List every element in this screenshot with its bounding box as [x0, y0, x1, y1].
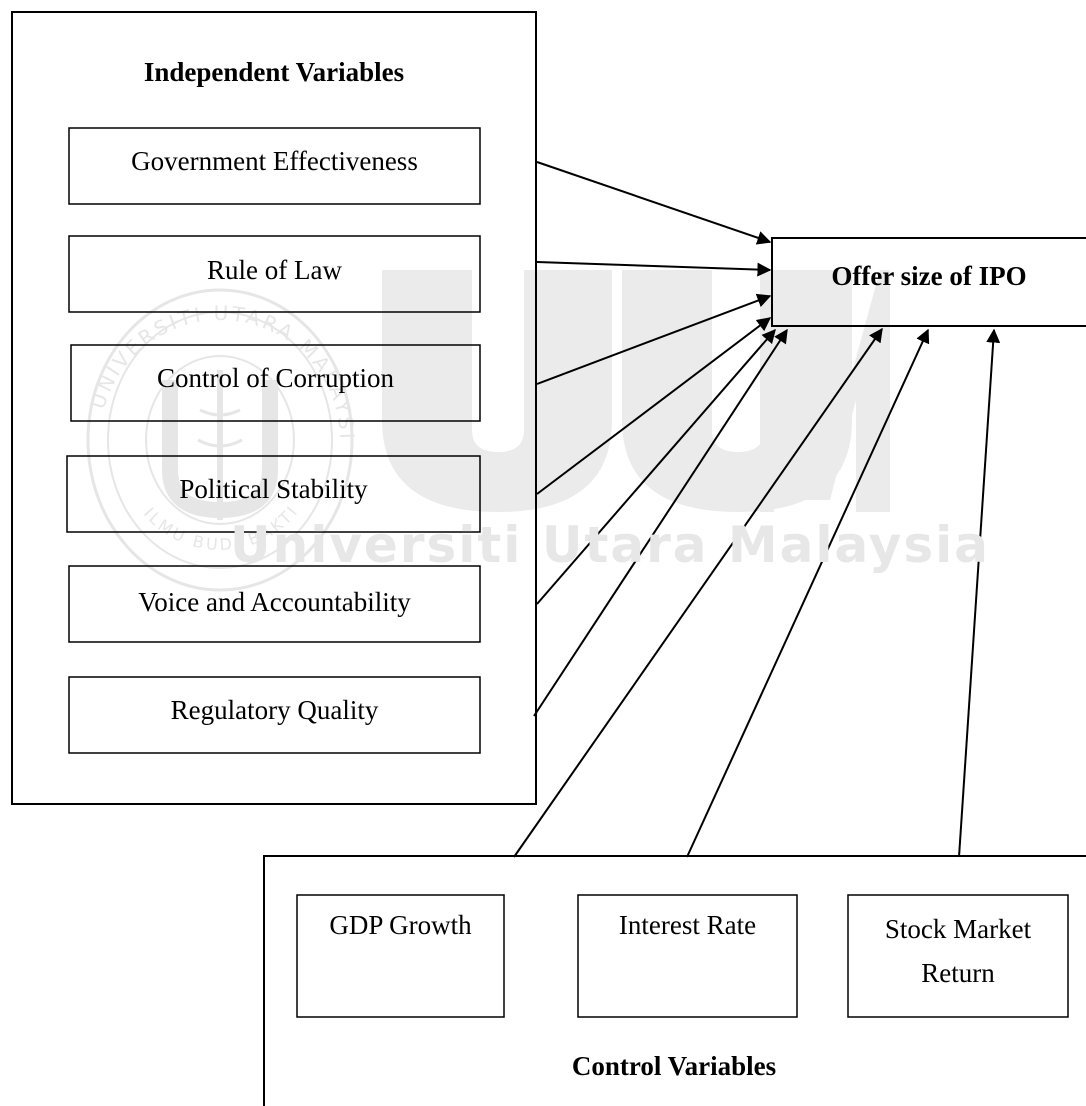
regulatory-quality-label: Regulatory Quality — [170, 695, 379, 725]
rule-of-law-label: Rule of Law — [207, 255, 342, 285]
stock-market-return-box — [847, 894, 1069, 1018]
gdp-growth-label: GDP Growth — [329, 910, 472, 940]
arrow-gdp-growth — [513, 327, 883, 858]
arrows — [513, 161, 1001, 858]
gdp-growth-box — [296, 894, 505, 1018]
watermark-text: Universiti Utara Malaysia — [230, 516, 990, 574]
government-effectiveness-label: Government Effectiveness — [131, 146, 418, 176]
control-group-title: Control Variables — [571, 1051, 777, 1081]
arrow-regulatory-quality — [533, 328, 788, 717]
offer-size-of-ipo-label: Offer size of IPO — [831, 261, 1027, 291]
political-stability-label: Political Stability — [179, 474, 368, 504]
control-group-box — [263, 855, 1086, 1106]
offer-size-of-ipo-box — [771, 237, 1086, 327]
regulatory-quality-box — [68, 676, 481, 754]
arrow-interest-rate — [686, 328, 930, 858]
arrow-stock-market-return — [958, 328, 1001, 858]
interest-rate-box — [577, 894, 798, 1018]
stock-market-return-label-line2: Return — [921, 958, 995, 988]
arrow-control-of-corruption — [536, 293, 772, 385]
stock-market-return-label-line1: Stock Market — [884, 914, 1032, 944]
control-of-corruption-box — [70, 344, 481, 422]
arrow-rule-of-law — [536, 261, 772, 277]
independent-group-title: Independent Variables — [143, 57, 405, 87]
independent-group-box — [11, 11, 537, 805]
arrow-political-stability — [536, 317, 772, 495]
arrow-voice-and-accountability — [536, 328, 776, 605]
arrow-government-effectiveness — [536, 161, 772, 245]
interest-rate-label: Interest Rate — [618, 910, 757, 940]
political-stability-box — [66, 455, 481, 533]
voice-and-accountability-box — [68, 565, 481, 643]
control-of-corruption-label: Control of Corruption — [157, 363, 394, 393]
voice-and-accountability-label: Voice and Accountability — [138, 587, 411, 617]
government-effectiveness-box — [68, 127, 481, 205]
rule-of-law-box — [68, 235, 481, 313]
